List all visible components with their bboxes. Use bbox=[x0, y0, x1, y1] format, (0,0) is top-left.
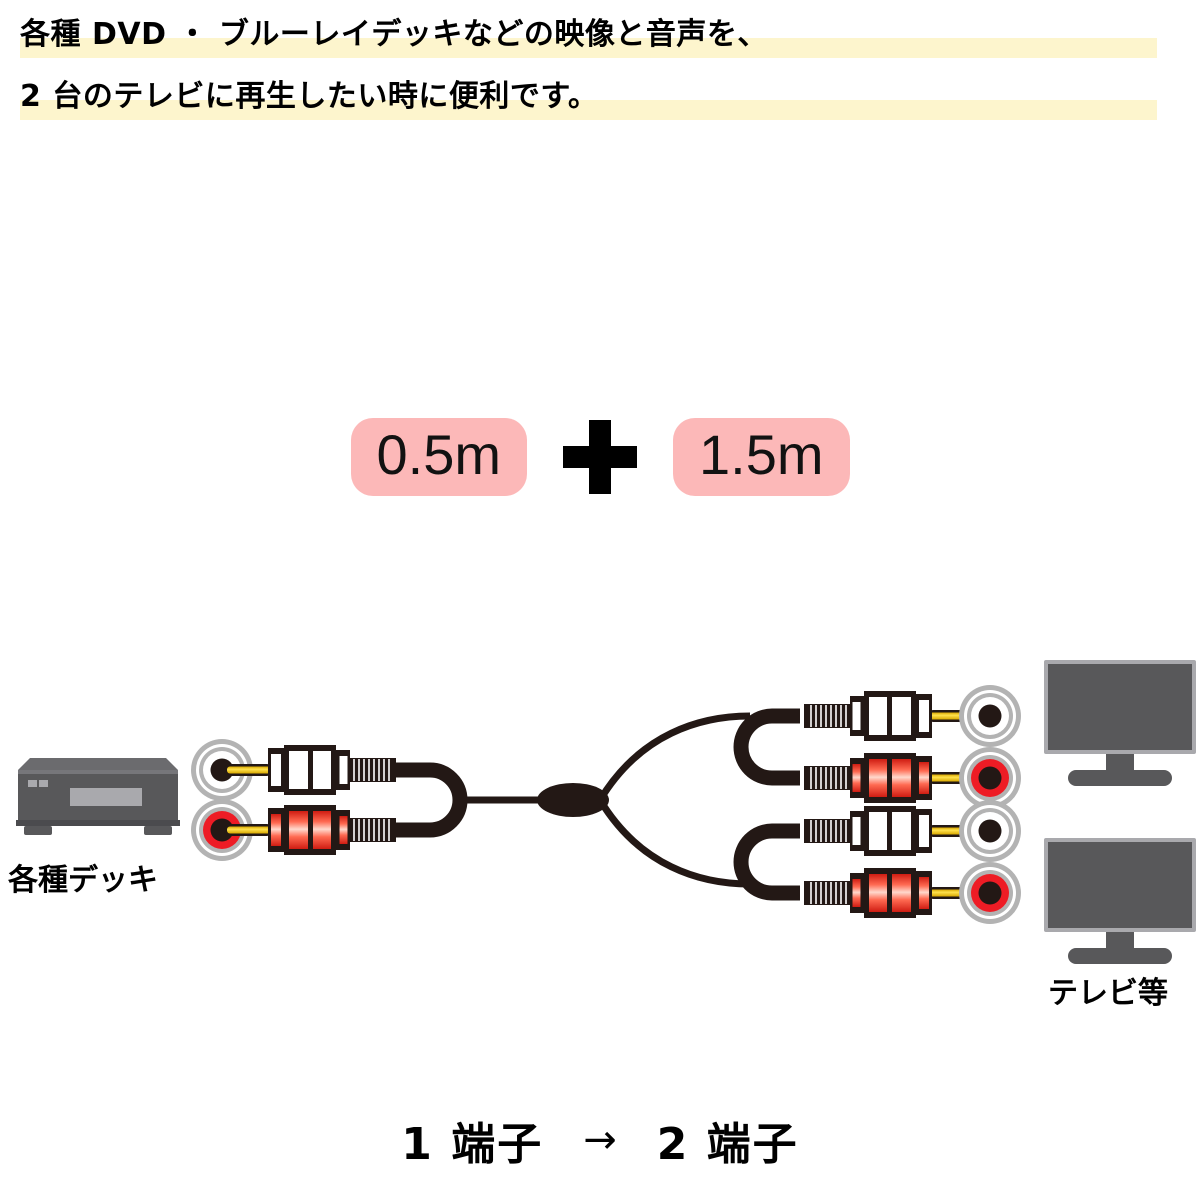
dest-jack-video-2 bbox=[959, 800, 1021, 862]
headline-line-1: 各種 DVD ・ ブルーレイデッキなどの映像と音声を、 bbox=[0, 0, 1200, 62]
source-plug-audio bbox=[223, 804, 397, 856]
cable-right-loop-lower bbox=[733, 823, 800, 901]
destination-tv-2 bbox=[1044, 838, 1196, 964]
cable-group bbox=[396, 708, 800, 901]
cable-right-loop-upper bbox=[733, 708, 800, 786]
cable-splitter bbox=[537, 783, 609, 817]
headline-text-2: 2 台のテレビに再生したい時に便利です。 bbox=[20, 79, 599, 114]
headline-line-2: 2 台のテレビに再生したい時に便利です。 bbox=[0, 62, 1200, 124]
cable-branch-lower bbox=[597, 798, 751, 888]
arrow-right-icon: → bbox=[583, 1117, 617, 1163]
source-device-deck bbox=[16, 758, 180, 835]
dest-jack-audio-2 bbox=[959, 862, 1021, 924]
dest-jack-video-1 bbox=[959, 685, 1021, 747]
dest-plug-video-1 bbox=[804, 691, 976, 741]
cable-length-row: 0.5m 1.5m bbox=[0, 418, 1200, 496]
footer-caption: 1 端子 → 2 端子 bbox=[0, 1108, 1200, 1172]
destination-device-label: テレビ等 bbox=[1048, 976, 1168, 1011]
cable-branch-upper bbox=[597, 712, 751, 802]
connection-diagram bbox=[16, 660, 1196, 964]
cable-left-loop bbox=[396, 762, 468, 838]
footer-to-text: 2 端子 bbox=[656, 1119, 799, 1170]
dest-plug-audio-1 bbox=[804, 753, 976, 803]
source-device-label: 各種デッキ bbox=[8, 863, 158, 898]
headline-text-1: 各種 DVD ・ ブルーレイデッキなどの映像と音声を、 bbox=[20, 17, 768, 52]
length-badge-left: 0.5m bbox=[350, 418, 527, 496]
headline-highlight-2 bbox=[20, 100, 1157, 120]
plus-icon bbox=[563, 420, 637, 494]
footer-from-text: 1 端子 bbox=[401, 1119, 544, 1170]
dest-plug-audio-2 bbox=[804, 868, 976, 918]
headline-block: 各種 DVD ・ ブルーレイデッキなどの映像と音声を、 2 台のテレビに再生した… bbox=[0, 0, 1200, 124]
length-badge-right: 1.5m bbox=[673, 418, 850, 496]
source-plug-video bbox=[223, 744, 397, 796]
dest-jack-audio-1 bbox=[959, 747, 1021, 809]
destination-tv-1 bbox=[1044, 660, 1196, 786]
headline-highlight-1 bbox=[20, 38, 1157, 58]
dest-plug-video-2 bbox=[804, 806, 976, 856]
